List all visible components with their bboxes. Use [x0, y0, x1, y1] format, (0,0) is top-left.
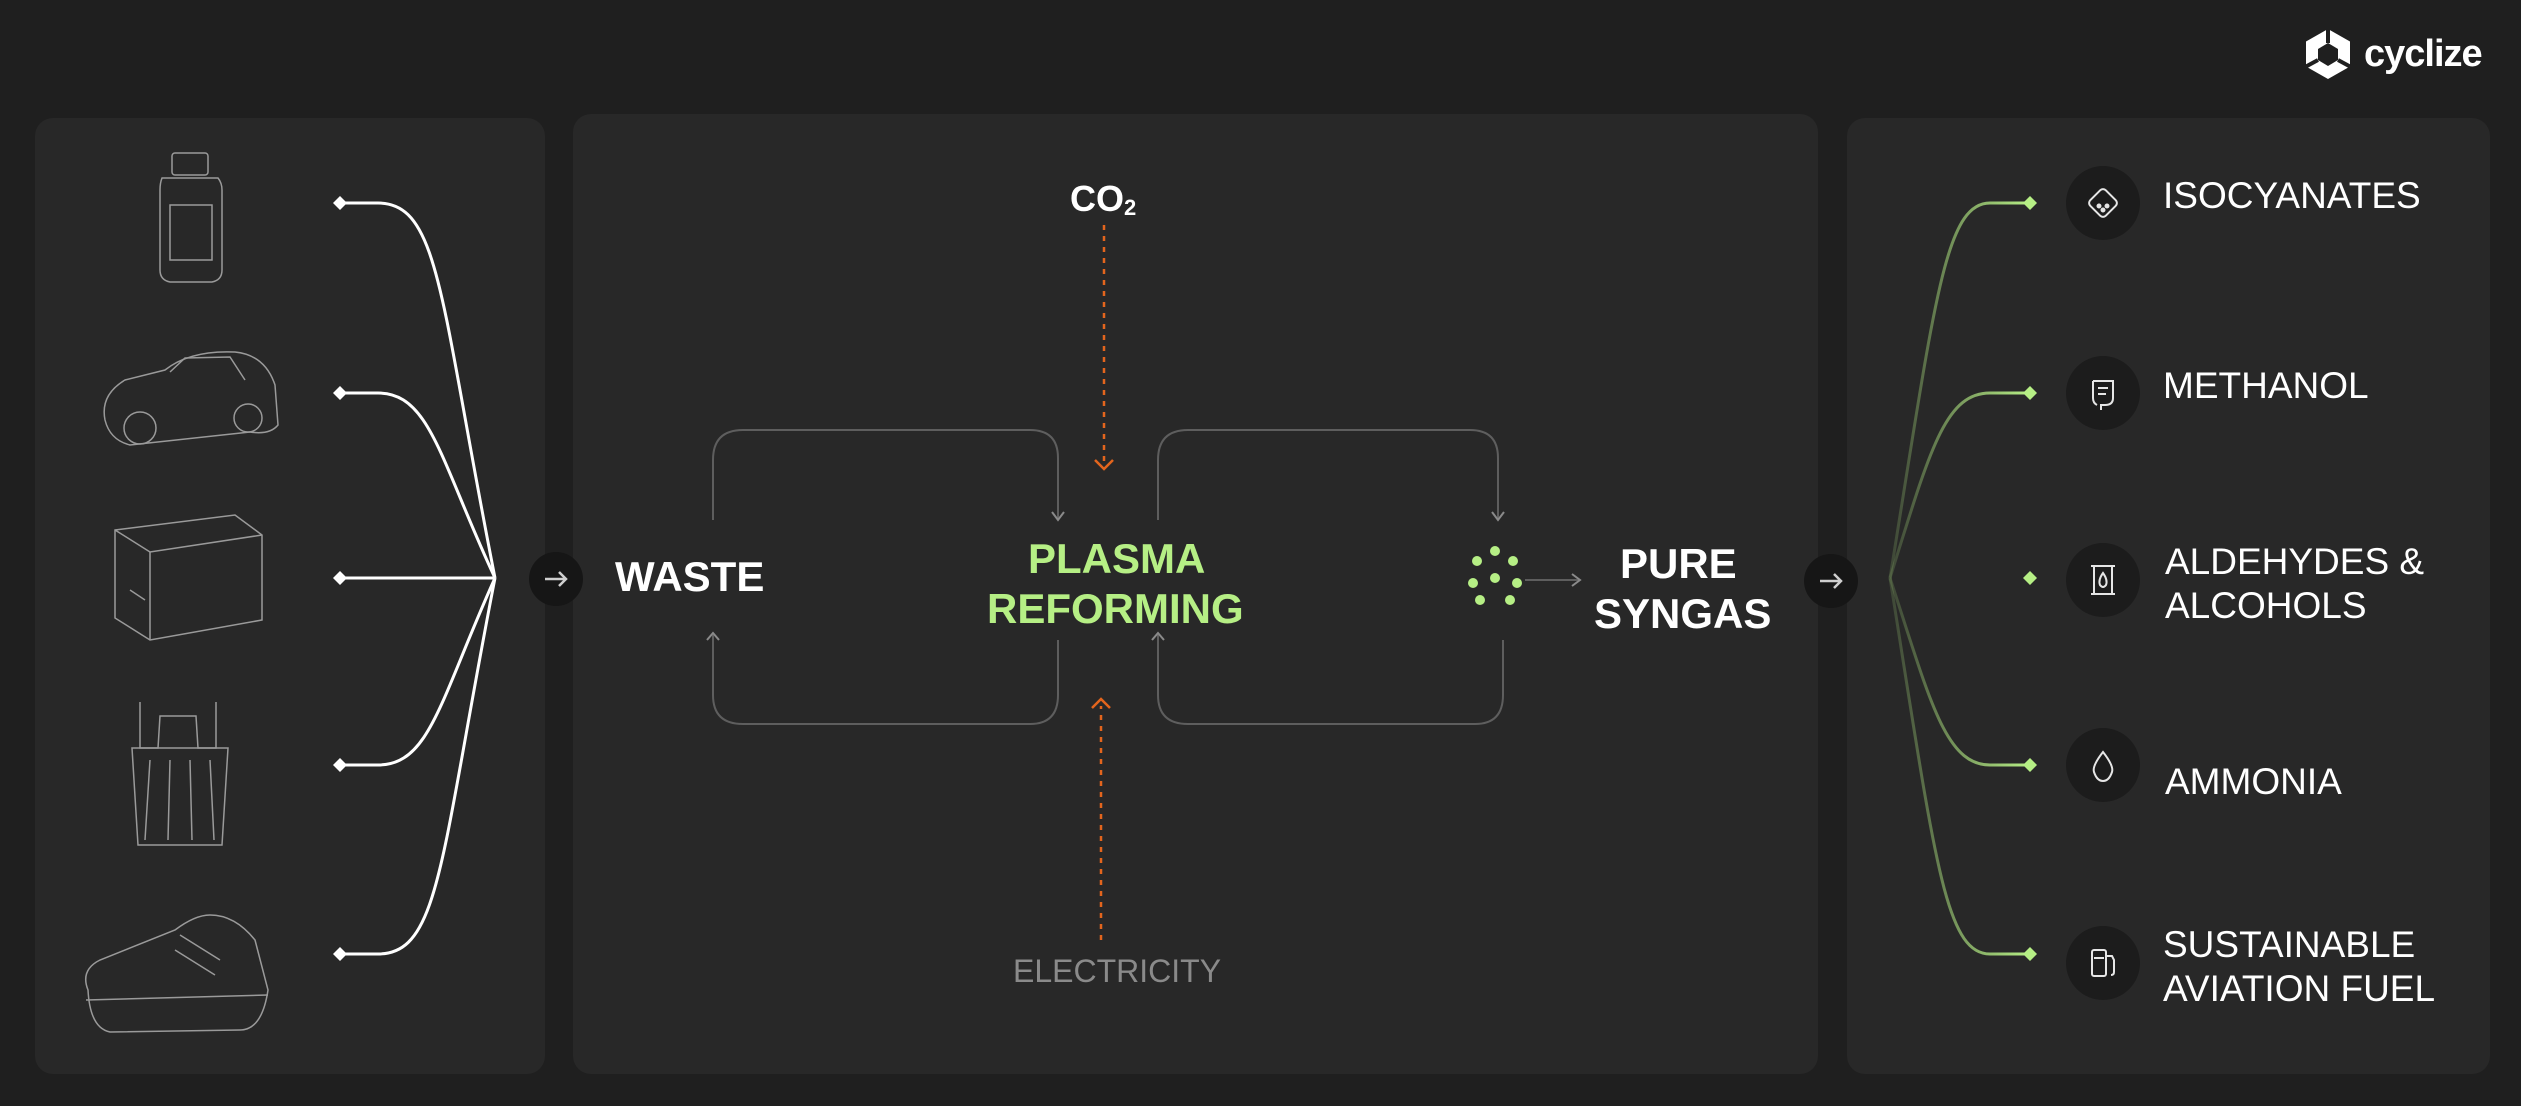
bottle-icon: [159, 152, 223, 283]
input-node-4: [333, 758, 347, 772]
fuel-pump-icon-bg: [2066, 926, 2140, 1000]
loop-arrow-1: [1051, 511, 1065, 522]
product-label-isocyanates: ISOCYANATES: [2163, 175, 2421, 216]
droplet-icon: [2092, 750, 2114, 783]
brand-name: cyclize: [2364, 32, 2483, 75]
loop-arrow-2: [706, 631, 720, 641]
aldehyde-icon-bg: [2066, 543, 2140, 617]
product-node-3: [2023, 571, 2037, 585]
product-label-methanol: METHANOL: [2163, 365, 2369, 406]
cyclize-logo-icon: [2305, 29, 2351, 79]
container-box-icon: [114, 514, 263, 641]
product-node-2: [2023, 386, 2037, 400]
product-label-aldehydes: ALDEHYDES &: [2165, 541, 2425, 582]
product-node-5: [2023, 947, 2037, 961]
input-node-1: [333, 196, 347, 210]
co2-arrow-head: [1094, 459, 1114, 471]
brand-logo: cyclize: [2300, 26, 2483, 82]
syngas-label: SYNGAS: [1594, 590, 1772, 637]
isocyanate-icon-bg: [2066, 166, 2140, 240]
droplet-icon-bg: [2066, 728, 2140, 802]
shoe-icon: [85, 914, 269, 1033]
car-wreck-icon: [103, 351, 279, 446]
co2-base: CO: [1070, 178, 1124, 219]
plasma-label: PLASMA: [1028, 535, 1206, 582]
input-node-3: [333, 571, 347, 585]
product-node-4: [2023, 758, 2037, 772]
arrow-right-icon: [1820, 573, 1843, 589]
pure-label: PURE: [1620, 540, 1737, 587]
co2-label: CO2: [1070, 178, 1136, 221]
input-panel: [35, 118, 545, 1074]
input-node-2: [333, 386, 347, 400]
product-label-aviation-fuel: AVIATION FUEL: [2163, 968, 2436, 1009]
reforming-label: REFORMING: [987, 585, 1244, 632]
products-panel: [1847, 118, 2490, 1074]
methanol-icon: [2092, 380, 2114, 410]
input-node-5: [333, 947, 347, 961]
loop-arrow-4: [1151, 631, 1165, 641]
fuel-pump-icon: [2091, 949, 2115, 977]
product-label-ammonia: AMMONIA: [2165, 761, 2342, 802]
co2-subscript: 2: [1124, 195, 1137, 220]
loop-arrow-3: [1491, 511, 1505, 522]
product-label-alcohols: ALCOHOLS: [2165, 585, 2367, 626]
aldehyde-icon: [2091, 565, 2115, 595]
syngas-dots-icon: [1468, 546, 1522, 605]
syngas-arrow: [1571, 573, 1582, 587]
electricity-arrow-head: [1091, 697, 1111, 709]
plastic-bag-icon: [131, 702, 229, 846]
process-loops: [712, 429, 1580, 725]
arrow-right-icon: [545, 571, 568, 587]
isocyanate-icon: [2088, 188, 2118, 218]
process-panel: [573, 114, 1818, 1074]
electricity-label: ELECTRICITY: [1013, 953, 1222, 989]
waste-label: WASTE: [615, 553, 765, 600]
product-label-sustainable: SUSTAINABLE: [2163, 924, 2416, 965]
product-node-1: [2023, 196, 2037, 210]
input-fan-lines: [340, 201, 497, 956]
product-fan-lines: [1888, 201, 2030, 956]
